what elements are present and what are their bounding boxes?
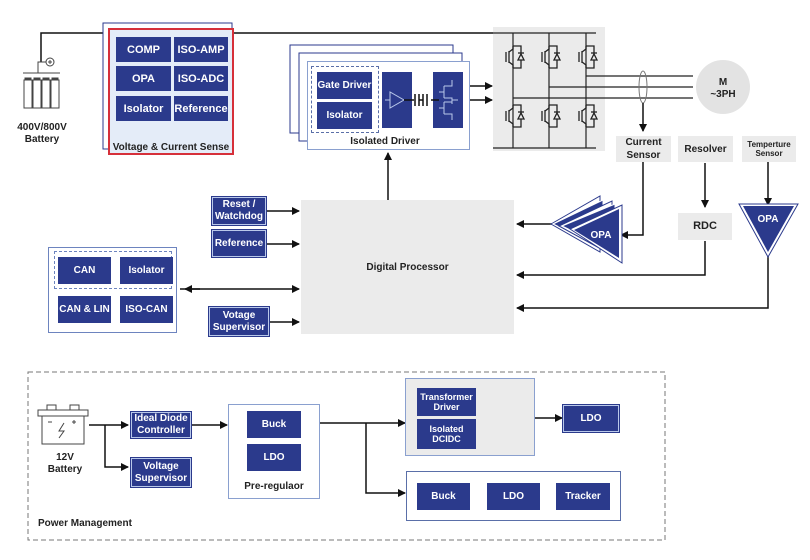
transformer-driver-block[interactable]: Transformer Driver — [417, 388, 476, 416]
isolation-barrier-icon — [382, 72, 463, 128]
temperature-sensor-block[interactable]: Temperture Sensor — [742, 136, 796, 162]
current-sensor-block[interactable]: Current Sensor — [616, 136, 671, 162]
voltage-supervisor-block[interactable]: Voltage Supervisor — [130, 457, 192, 488]
hv-battery-voltage: 400V/800V — [17, 122, 67, 133]
vcs-block-reference[interactable]: Reference — [174, 96, 228, 121]
rdc-block[interactable]: RDC — [678, 213, 732, 240]
iso-ldo-block[interactable]: LDO — [562, 404, 620, 433]
votage-supervisor-block[interactable]: Votage Supervisor — [208, 306, 270, 337]
preregulator-block-buck[interactable]: Buck — [247, 411, 301, 438]
reference-block[interactable]: Reference — [211, 229, 267, 258]
vcs-block-iso-amp[interactable]: ISO-AMP — [174, 37, 228, 62]
motor-symbol: M — [718, 77, 728, 88]
resolver-block[interactable]: Resolver — [678, 136, 733, 162]
motor-label: M ~3PH — [700, 77, 746, 101]
driver-block-isolator[interactable]: Isolator — [317, 102, 372, 129]
rails-block-tracker[interactable]: Tracker — [556, 483, 610, 510]
comm-block-iso-can[interactable]: ISO-CAN — [120, 296, 173, 323]
driver-block-gate-driver[interactable]: Gate Driver — [317, 72, 372, 99]
battery-12v-name: Battery — [47, 464, 83, 475]
digital-processor-block[interactable]: Digital Processor — [301, 200, 514, 334]
vcs-block-isolator[interactable]: Isolator — [116, 96, 171, 121]
vcs-title: Voltage & Current Sense — [112, 142, 230, 153]
igbt-icons — [505, 45, 599, 128]
power-management-frame — [27, 371, 666, 541]
opa-current-label: OPA — [590, 230, 612, 241]
comm-block-can-lin[interactable]: CAN & LIN — [58, 296, 111, 323]
opa-temp-label: OPA — [757, 214, 779, 225]
hv-battery-name: Battery — [24, 134, 60, 145]
rails-block-ldo[interactable]: LDO — [487, 483, 540, 510]
opa-temp-icon — [738, 203, 799, 259]
ideal-diode-controller-block[interactable]: Ideal Diode Controller — [130, 411, 192, 439]
rails-block-buck[interactable]: Buck — [417, 483, 470, 510]
hv-bus-wire — [40, 32, 493, 62]
preregulator-title: Pre-regulaor — [244, 481, 304, 492]
comm-block-can[interactable]: CAN — [58, 257, 111, 284]
vcs-block-iso-adc[interactable]: ISO-ADC — [174, 66, 228, 91]
preregulator-block-ldo[interactable]: LDO — [247, 444, 301, 471]
motor-circle — [696, 60, 750, 114]
vcs-block-opa[interactable]: OPA — [116, 66, 171, 91]
reset-watchdog-block[interactable]: Reset / Watchdog — [211, 196, 267, 226]
battery-12v-label: 12V Battery — [45, 452, 85, 476]
vcs-block-comp[interactable]: COMP — [116, 37, 171, 62]
battery-12v-icon — [37, 404, 89, 445]
inverter-wiring — [493, 32, 693, 149]
power-management-title: Power Management — [38, 518, 132, 529]
hv-battery-label: 400V/800V Battery — [10, 122, 74, 146]
hv-battery-icon — [23, 57, 60, 109]
driver-isolation-icon — [382, 72, 463, 128]
isolated-dcidc-block[interactable]: Isolated DCIDC — [417, 419, 476, 449]
isolated-driver-title: Isolated Driver — [350, 136, 420, 147]
opa-current-icon — [549, 195, 623, 264]
comm-block-isolator[interactable]: Isolator — [120, 257, 173, 284]
driver-dashed-group — [311, 66, 379, 133]
battery-12v-voltage: 12V — [56, 452, 74, 463]
motor-phase: ~3PH — [710, 89, 736, 100]
